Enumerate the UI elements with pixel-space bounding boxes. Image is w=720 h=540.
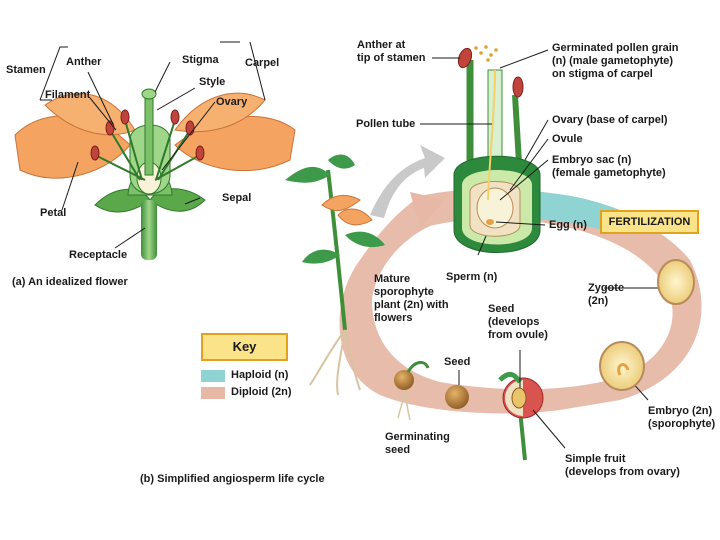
label-sepal: Sepal <box>222 192 252 204</box>
lower-leader-lines <box>458 287 663 449</box>
label-seed-dev-3: from ovule) <box>488 329 548 341</box>
label-filament: Filament <box>45 89 91 101</box>
label-embryo-sac-2: (female gametophyte) <box>552 167 666 179</box>
label-mature-1: Mature <box>374 273 411 285</box>
label-fruit-1: Simple fruit <box>565 453 626 465</box>
label-germ-pollen-2: (n) (male gametophyte) <box>552 55 674 67</box>
haploid-swatch <box>201 370 225 382</box>
seed <box>445 385 469 409</box>
diploid-cycle-band <box>339 188 702 414</box>
idealized-flower <box>14 88 296 260</box>
upper-leader-lines <box>420 49 549 256</box>
label-zygote-2: (2n) <box>588 295 609 307</box>
label-stigma: Stigma <box>182 54 219 66</box>
label-egg: Egg (n) <box>549 219 587 231</box>
pollination-flower <box>453 45 541 253</box>
simple-fruit <box>498 371 544 461</box>
label-embryo-2: (sporophyte) <box>648 418 716 430</box>
label-ovule: Ovule <box>552 133 583 145</box>
label-embryo-1: Embryo (2n) <box>648 405 713 417</box>
germinating-seed <box>394 361 430 421</box>
zygote <box>657 259 695 305</box>
label-seed: Seed <box>444 356 471 368</box>
mature-plant <box>285 154 385 396</box>
flower-leader-lines <box>39 41 266 249</box>
label-germinating-1: Germinating <box>385 431 450 443</box>
diploid-swatch <box>201 387 225 399</box>
label-stamen: Stamen <box>6 64 46 76</box>
label-sperm: Sperm (n) <box>446 271 498 283</box>
label-ovary: Ovary <box>216 96 248 108</box>
label-fruit-2: (develops from ovary) <box>565 466 680 478</box>
label-embryo-sac-1: Embryo sac (n) <box>552 154 632 166</box>
caption-a: (a) An idealized flower <box>12 276 128 288</box>
label-seed-dev-1: Seed <box>488 303 515 315</box>
label-receptacle: Receptacle <box>69 249 128 261</box>
key-title: Key <box>201 333 288 361</box>
band-arrowhead <box>410 192 445 228</box>
label-germ-pollen-3: on stigma of carpel <box>552 68 653 80</box>
label-anther-tip-1: Anther at <box>357 39 406 51</box>
label-germinating-2: seed <box>385 444 411 456</box>
gray-arrow <box>370 145 445 218</box>
label-petal: Petal <box>40 207 67 219</box>
label-style: Style <box>199 76 226 88</box>
label-zygote-1: Zygote <box>588 282 625 294</box>
label-mature-2: sporophyte <box>374 286 434 298</box>
key-haploid-label: Haploid (n) <box>231 369 289 381</box>
label-anther: Anther <box>66 56 102 68</box>
label-germ-pollen-1: Germinated pollen grain <box>552 42 679 54</box>
label-carpel: Carpel <box>245 57 280 69</box>
embryo-seed <box>599 341 645 391</box>
label-pollen-tube: Pollen tube <box>356 118 416 130</box>
label-ovary-base: Ovary (base of carpel) <box>552 114 668 126</box>
label-mature-4: flowers <box>374 312 413 324</box>
caption-b: (b) Simplified angiosperm life cycle <box>140 473 325 485</box>
key-diploid-label: Diploid (2n) <box>231 386 292 398</box>
label-anther-tip-2: tip of stamen <box>357 52 426 64</box>
label-mature-3: plant (2n) with <box>374 299 449 311</box>
fertilization-box: FERTILIZATION <box>600 210 699 234</box>
label-seed-dev-2: (develops <box>488 316 540 328</box>
